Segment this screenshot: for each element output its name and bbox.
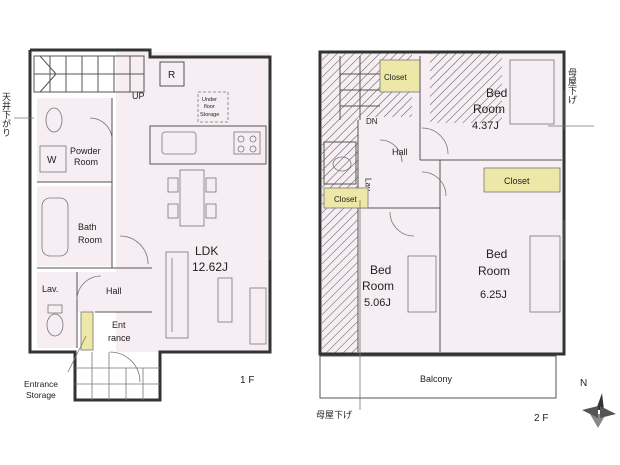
bath-room-floor bbox=[37, 186, 112, 266]
first-floor-outline bbox=[28, 48, 272, 402]
compass-east-arrow bbox=[600, 406, 616, 418]
compass-rose: N bbox=[580, 378, 616, 428]
entrance-storage-label-2: Storage bbox=[26, 390, 56, 400]
compass-west-arrow bbox=[582, 406, 598, 418]
wall-shelf bbox=[249, 287, 267, 345]
compass-north-arrow bbox=[596, 393, 604, 410]
entrance-storage-label-1: Entrance bbox=[24, 379, 58, 389]
hall-label-1f: Hall bbox=[106, 286, 122, 296]
bed2-label-2: Room bbox=[362, 279, 394, 293]
compass-north-label: N bbox=[580, 378, 587, 389]
bath-room-label-1: Bath bbox=[78, 222, 97, 232]
bed1-bed bbox=[509, 59, 555, 125]
toilet-2f bbox=[332, 156, 352, 172]
entrance-porch-tiles bbox=[75, 352, 160, 400]
lav-2f-door-swing bbox=[379, 139, 403, 163]
moya-sage-bottom: 母屋下げ bbox=[316, 410, 352, 420]
bed1-door-swing bbox=[421, 127, 449, 155]
moya-sage-right: 母屋下げ bbox=[567, 68, 577, 104]
entrance-storage bbox=[80, 311, 94, 351]
bed1-size: 4.37J bbox=[472, 120, 499, 132]
ldk-label: LDK bbox=[195, 244, 218, 258]
closet-top bbox=[379, 59, 421, 93]
dining-table bbox=[167, 169, 217, 227]
bed3-size: 6.25J bbox=[480, 289, 507, 301]
closet-right bbox=[483, 167, 561, 193]
toilet-1f bbox=[46, 313, 64, 337]
ldk-door-swing bbox=[119, 235, 149, 265]
floor1-label: 1 F bbox=[240, 375, 254, 386]
dn-label: DN bbox=[366, 117, 378, 126]
tv-board bbox=[217, 277, 233, 323]
underfloor-storage-label-1: Under bbox=[202, 97, 217, 103]
second-floor-outline bbox=[318, 50, 566, 356]
bed2-size: 5.06J bbox=[364, 297, 391, 309]
closet-left bbox=[323, 187, 369, 209]
lav-2f bbox=[323, 141, 357, 185]
bed3-bed bbox=[529, 235, 561, 313]
ceiling-lowered-note: 天井下がり bbox=[1, 92, 11, 137]
bed2-door-swing bbox=[389, 211, 415, 237]
balcony-area bbox=[319, 355, 557, 399]
sofa bbox=[165, 251, 189, 339]
powder-door-swing bbox=[89, 117, 113, 141]
lowered-ceiling-bed1 bbox=[430, 53, 502, 123]
balcony-label: Balcony bbox=[420, 374, 453, 384]
ldk-size: 12.62J bbox=[192, 260, 228, 274]
lav-door-swing bbox=[76, 275, 102, 301]
bed3-label-1: Bed bbox=[486, 247, 507, 261]
underfloor-storage-label-3: Storage bbox=[200, 112, 219, 118]
lav-label-2f: Lav. bbox=[364, 178, 373, 193]
second-floor-plan: Balcony DN Closet Bed Room 4.37J Lav. Ha… bbox=[316, 50, 594, 424]
closet-left-label: Closet bbox=[334, 195, 357, 204]
kitchen-counter bbox=[149, 125, 267, 165]
underfloor-storage-label-2: floor bbox=[204, 104, 215, 110]
closet-right-label: Closet bbox=[504, 176, 530, 186]
wash-basin bbox=[45, 107, 63, 133]
up-label: UP bbox=[132, 91, 145, 101]
bath-room-label-2: Room bbox=[78, 235, 102, 245]
entrance-label-1: Ent bbox=[112, 320, 126, 330]
bed1-label-2: Room bbox=[473, 102, 505, 116]
refrigerator bbox=[159, 61, 185, 87]
powder-room-label-1: Powder bbox=[70, 146, 101, 156]
bed3-door-swing bbox=[421, 171, 447, 197]
bed3-label-2: Room bbox=[478, 264, 510, 278]
bed2-label-1: Bed bbox=[370, 263, 391, 277]
entrance-door-swing bbox=[109, 351, 141, 383]
powder-room-label-2: Room bbox=[74, 157, 98, 167]
toilet-tank-1f bbox=[47, 304, 63, 314]
powder-room-floor bbox=[37, 98, 112, 182]
lav-label-1f: Lav. bbox=[42, 284, 58, 294]
washer-label: W bbox=[47, 155, 57, 166]
refrigerator-label: R bbox=[168, 70, 175, 81]
underfloor-storage bbox=[197, 91, 229, 123]
stairs-2f bbox=[339, 56, 380, 120]
stairs-1f bbox=[33, 55, 145, 93]
bed2-bed bbox=[407, 255, 437, 313]
first-floor-plan: UP R Under floor Storage bbox=[1, 48, 272, 402]
entrance-storage-leader bbox=[67, 335, 87, 373]
washing-machine bbox=[39, 145, 67, 173]
bed1-label-1: Bed bbox=[486, 86, 507, 100]
floor2-label: 2 F bbox=[534, 413, 548, 424]
entrance-label-2: rance bbox=[108, 333, 131, 343]
bathtub bbox=[41, 197, 69, 257]
closet-top-label: Closet bbox=[384, 73, 407, 82]
